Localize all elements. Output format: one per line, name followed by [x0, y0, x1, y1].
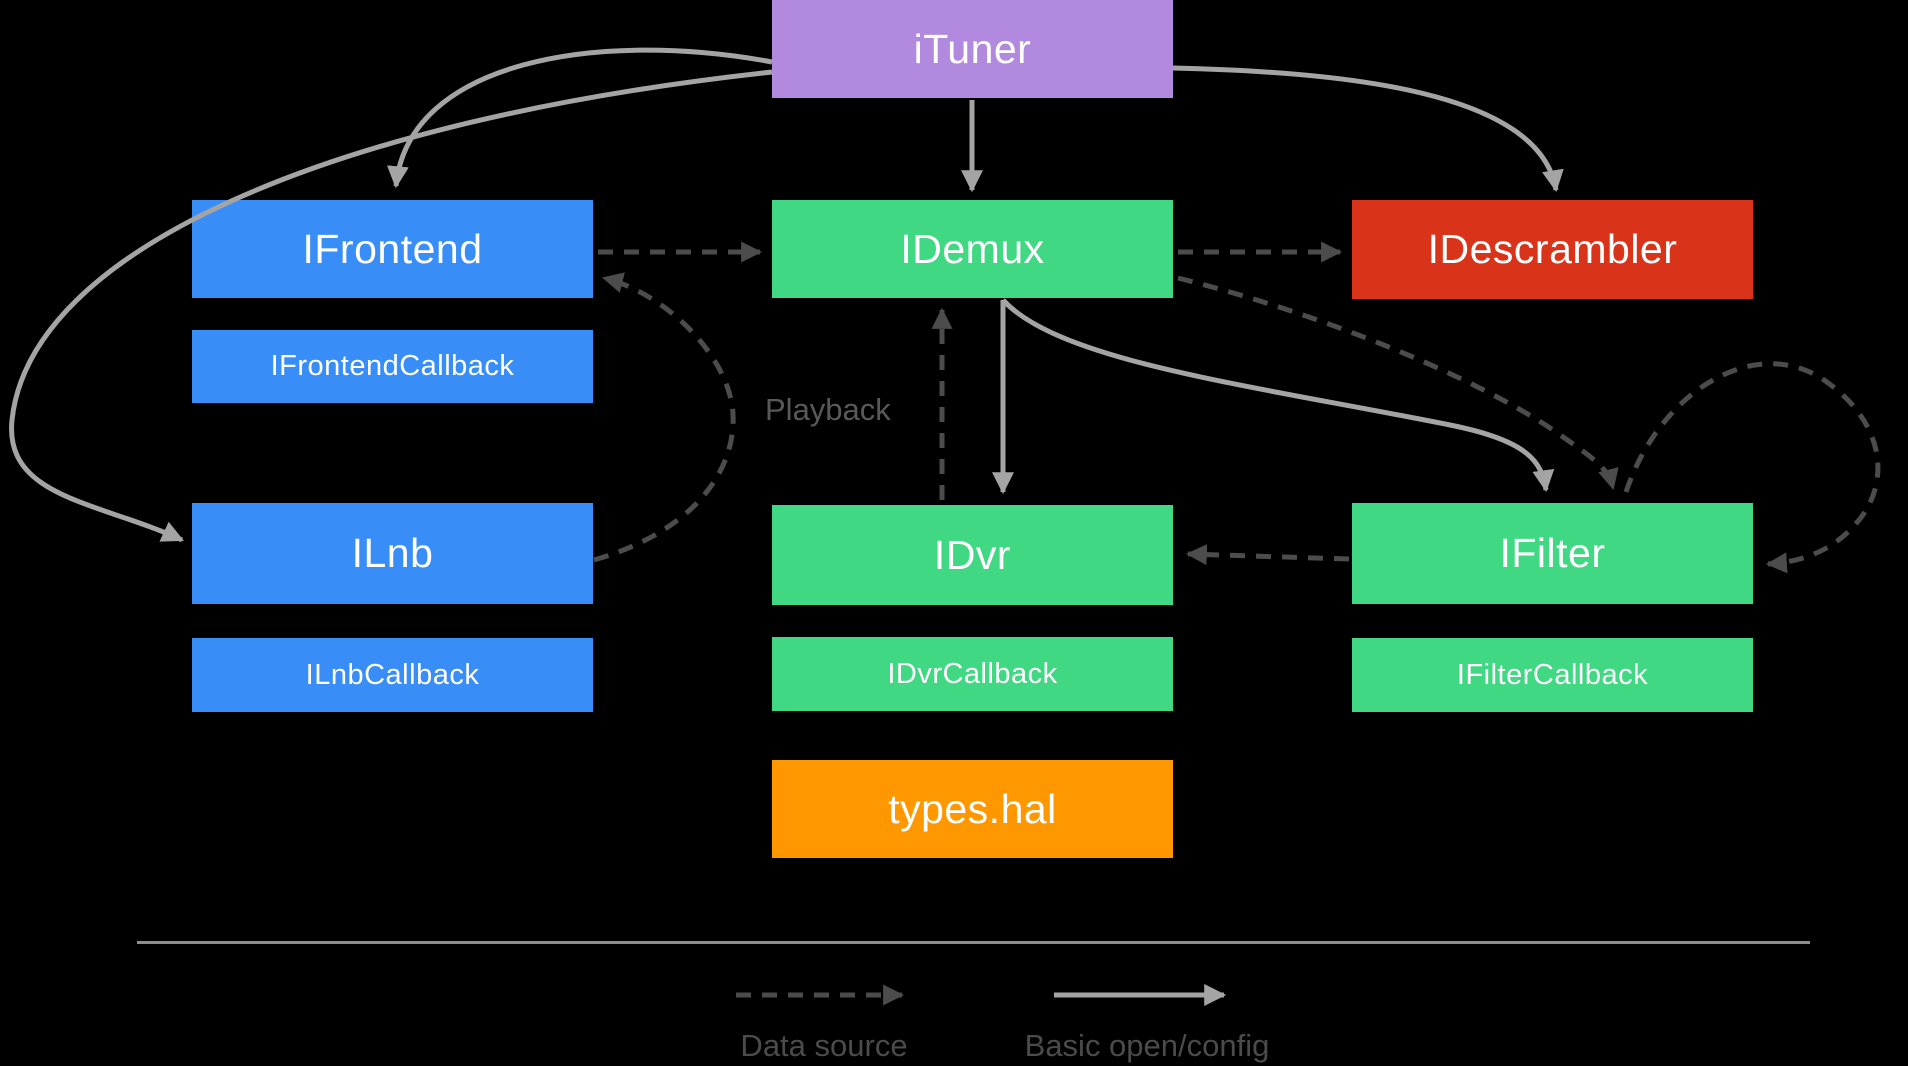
- node-idescrambler: IDescrambler: [1352, 200, 1753, 299]
- node-idvr-callback: IDvrCallback: [772, 637, 1173, 711]
- node-ifrontend-label: IFrontend: [302, 225, 483, 272]
- playback-annotation: Playback: [765, 392, 891, 427]
- node-ifrontend: IFrontend: [192, 200, 593, 298]
- arrow-ifilter-to-idvr: [1185, 544, 1350, 566]
- arrow-ilnb-to-ifrontend: [593, 272, 736, 563]
- node-types-hal: types.hal: [772, 760, 1173, 858]
- node-types-hal-label: types.hal: [888, 785, 1057, 832]
- node-idvr-label: IDvr: [933, 531, 1012, 578]
- node-ifrontend-callback-label: IFrontendCallback: [270, 350, 515, 382]
- node-idvr: IDvr: [772, 505, 1173, 605]
- arrow-ituner-to-ilnb: [9, 69, 773, 543]
- node-ifilter: IFilter: [1352, 503, 1753, 604]
- legend-divider: [137, 941, 1810, 944]
- node-ilnb-label: ILnb: [351, 530, 434, 576]
- arrow-ituner-to-idescrambler: [1172, 65, 1564, 193]
- arrow-idemux-to-ifilter-dashed: [1177, 275, 1619, 491]
- node-idemux: IDemux: [772, 200, 1173, 298]
- arrow-idemux-to-ifilter-solid: [1001, 298, 1555, 493]
- node-ituner-label: iTuner: [913, 25, 1032, 72]
- arrow-ituner-to-ifrontend: [386, 47, 773, 189]
- node-idemux-label: IDemux: [900, 225, 1045, 272]
- node-ituner: iTuner: [772, 0, 1173, 98]
- node-idvr-callback-label: IDvrCallback: [887, 657, 1058, 690]
- node-ifilter-callback: IFilterCallback: [1352, 638, 1753, 712]
- node-ifilter-callback-label: IFilterCallback: [1456, 658, 1649, 691]
- node-ilnb-callback-label: ILnbCallback: [305, 658, 480, 691]
- node-ilnb: ILnb: [192, 503, 593, 604]
- node-ifilter-label: IFilter: [1499, 530, 1606, 576]
- legend-data-source-label: Data source: [740, 1028, 908, 1063]
- legend-basic-open-config-label: Basic open/config: [1024, 1028, 1270, 1063]
- node-ilnb-callback: ILnbCallback: [192, 638, 593, 712]
- node-ifrontend-callback: IFrontendCallback: [192, 330, 593, 403]
- node-idescrambler-label: IDescrambler: [1427, 226, 1678, 272]
